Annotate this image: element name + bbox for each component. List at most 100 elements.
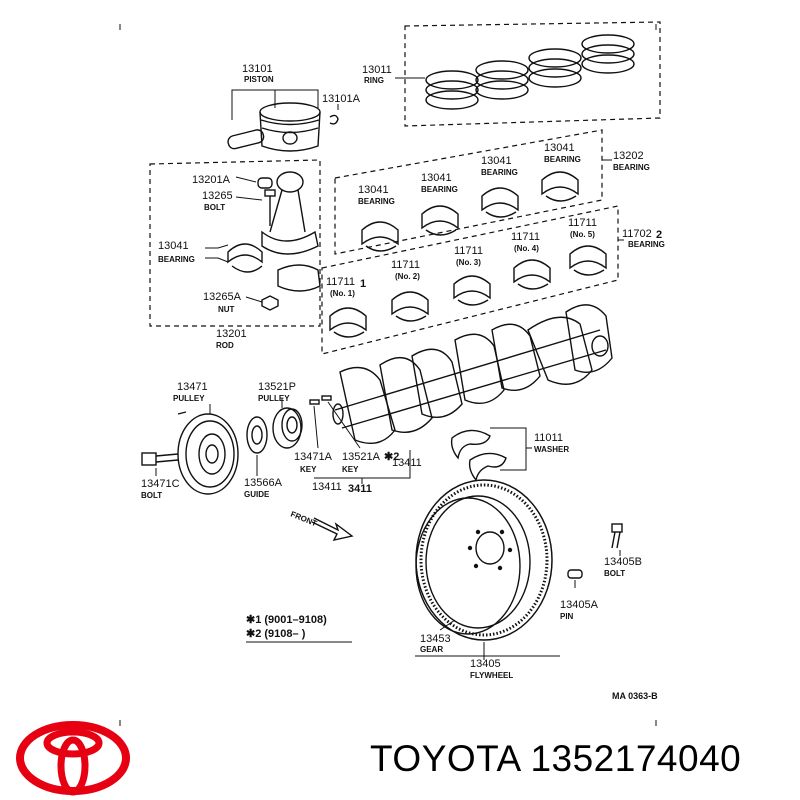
- svg-text:WASHER: WASHER: [534, 445, 569, 454]
- frame-ticks: [119, 24, 657, 726]
- svg-text:13521P: 13521P: [258, 381, 296, 393]
- svg-text:11702: 11702: [622, 228, 652, 240]
- svg-text:11711: 11711: [568, 217, 597, 229]
- svg-text:11711: 11711: [326, 276, 355, 288]
- label-rod-bearing: 13041 BEARING: [158, 240, 195, 264]
- label-main-1: 11711 1 (No. 1): [326, 276, 366, 298]
- drawing-code: MA 0363-B: [612, 691, 658, 701]
- label-crank-1: 13411: [392, 457, 422, 469]
- bearing-set-drawing: [334, 129, 612, 255]
- svg-text:13405B: 13405B: [604, 556, 642, 568]
- svg-text:1: 1: [360, 278, 366, 290]
- svg-text:KEY: KEY: [342, 465, 359, 474]
- svg-text:11711: 11711: [454, 245, 483, 257]
- label-main-3: 11711 (No. 3): [454, 245, 483, 267]
- svg-text:BEARING: BEARING: [421, 185, 458, 194]
- rod-drawing: [149, 159, 321, 327]
- svg-text:13041: 13041: [358, 184, 389, 196]
- label-rod-nut: 13265A NUT: [203, 291, 242, 314]
- label-washer: 11011 WASHER: [534, 432, 569, 454]
- svg-text:PULLEY: PULLEY: [258, 394, 290, 403]
- svg-text:BOLT: BOLT: [204, 203, 225, 212]
- svg-text:KEY: KEY: [300, 465, 317, 474]
- svg-text:13202: 13202: [613, 150, 644, 162]
- svg-text:BEARING: BEARING: [544, 155, 581, 164]
- label-piston: 13101 PISTON: [242, 63, 274, 84]
- label-pin: 13405A PIN: [560, 599, 599, 621]
- svg-text:13566A: 13566A: [244, 477, 283, 489]
- label-timing-pulley: 13521P PULLEY: [258, 381, 296, 403]
- svg-text:(No. 4): (No. 4): [514, 244, 539, 253]
- svg-text:PULLEY: PULLEY: [173, 394, 205, 403]
- label-pulley-bolt: 13471C BOLT: [141, 478, 180, 500]
- svg-text:13453: 13453: [420, 633, 451, 645]
- svg-text:13471C: 13471C: [141, 478, 180, 490]
- svg-text:13201: 13201: [216, 328, 247, 340]
- label-pulley: 13471 PULLEY: [173, 381, 208, 403]
- label-bearing-2: 13041 BEARING: [421, 172, 458, 194]
- svg-text:PISTON: PISTON: [244, 75, 274, 84]
- brand-name: TOYOTA: [370, 738, 520, 779]
- svg-text:FLYWHEEL: FLYWHEEL: [470, 671, 513, 680]
- svg-text:13265: 13265: [202, 190, 233, 202]
- svg-text:BEARING: BEARING: [158, 255, 195, 264]
- label-rod: 13201 ROD: [216, 328, 247, 350]
- svg-text:13101: 13101: [242, 63, 273, 75]
- svg-text:RING: RING: [364, 76, 384, 85]
- label-rod-bushing: 13201A: [192, 174, 231, 186]
- washer-drawing: [450, 427, 532, 482]
- svg-text:11711: 11711: [511, 231, 540, 243]
- brand-and-part-number: TOYOTA 1352174040: [370, 738, 741, 780]
- label-main-bearing-set: 11702 2 BEARING: [622, 228, 665, 249]
- svg-text:13521A: 13521A: [342, 451, 381, 463]
- svg-text:BOLT: BOLT: [604, 569, 625, 578]
- svg-text:(No. 2): (No. 2): [395, 272, 420, 281]
- ring-drawing: [395, 21, 661, 127]
- label-bearing-1: 13041 BEARING: [358, 184, 395, 206]
- svg-text:13041: 13041: [421, 172, 452, 184]
- pulley-drawing: [141, 407, 303, 495]
- label-gear: 13453 GEAR: [420, 633, 451, 654]
- svg-text:BEARING: BEARING: [628, 240, 665, 249]
- label-rod-bolt: 13265 BOLT: [202, 190, 233, 212]
- svg-text:13041: 13041: [544, 142, 575, 154]
- label-main-4: 11711 (No. 4): [511, 231, 540, 253]
- front-leaders: [155, 398, 411, 484]
- label-main-5: 11711 (No. 5): [568, 217, 597, 239]
- svg-text:(No. 3): (No. 3): [456, 258, 481, 267]
- label-piston-clip: 13101A: [322, 93, 361, 105]
- svg-text:13405A: 13405A: [560, 599, 599, 611]
- svg-text:BEARING: BEARING: [613, 163, 650, 172]
- svg-text:13471: 13471: [177, 381, 208, 393]
- front-label: FRONT: [289, 510, 318, 529]
- svg-text:BEARING: BEARING: [358, 197, 395, 206]
- label-main-2: 11711 (No. 2): [391, 259, 420, 281]
- piston-drawing: [227, 89, 339, 152]
- label-crank-bold: 3411: [348, 483, 372, 495]
- svg-text:13405: 13405: [470, 658, 501, 670]
- label-crank-2: 13411: [312, 481, 342, 493]
- svg-text:2: 2: [656, 229, 662, 241]
- label-key-2: 13521A ✱2 KEY: [342, 451, 399, 474]
- svg-text:GEAR: GEAR: [420, 645, 443, 654]
- label-key-1: 13471A KEY: [294, 451, 333, 474]
- crankshaft-drawing: [309, 304, 613, 444]
- svg-text:BOLT: BOLT: [141, 491, 162, 500]
- svg-text:13265A: 13265A: [203, 291, 242, 303]
- label-bearing-3: 13041 BEARING: [481, 155, 518, 177]
- flywheel-drawing: [415, 479, 623, 660]
- main-bearing-drawing: [321, 205, 624, 355]
- svg-text:ROD: ROD: [216, 341, 234, 350]
- label-flywheel: 13405 FLYWHEEL: [470, 658, 513, 680]
- svg-text:NUT: NUT: [218, 305, 235, 314]
- svg-text:(No. 5): (No. 5): [570, 230, 595, 239]
- svg-text:✱2: ✱2: [384, 451, 399, 463]
- svg-text:PIN: PIN: [560, 612, 574, 621]
- label-ring: 13011 RING: [362, 64, 392, 85]
- label-bearing-set: 13202 BEARING: [613, 150, 650, 172]
- part-number: 1352174040: [530, 738, 742, 779]
- svg-text:✱1 (9001–9108): ✱1 (9001–9108): [246, 614, 327, 626]
- label-bearing-4: 13041 BEARING: [544, 142, 581, 164]
- svg-text:11011: 11011: [534, 432, 563, 444]
